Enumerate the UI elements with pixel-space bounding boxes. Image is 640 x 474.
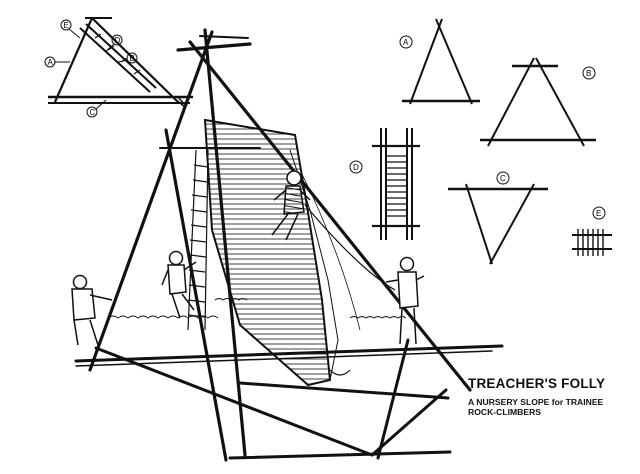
climber-figure <box>271 170 311 241</box>
part-b-diagram <box>480 57 596 147</box>
part-e-marker <box>592 206 606 220</box>
caption-subtitle-line1: A NURSERY SLOPE for TRAINEE <box>468 397 604 407</box>
left-helper-figure <box>71 274 113 346</box>
part-d-rungs <box>386 155 407 217</box>
part-b-marker <box>582 66 596 80</box>
part-d-diagram <box>372 128 420 240</box>
part-c-diagram <box>448 183 548 265</box>
part-e-label: E <box>596 209 601 218</box>
inset-label-c: C <box>90 108 96 117</box>
part-b-label: B <box>586 69 591 78</box>
part-c-label: C <box>500 174 506 183</box>
hanging-sheet <box>289 149 339 381</box>
part-d-label: D <box>353 163 359 172</box>
part-c-marker <box>496 171 510 185</box>
main-tripod <box>88 28 472 462</box>
part-e-diagram <box>572 229 612 256</box>
part-a-label: A <box>403 38 409 47</box>
right-helper-figure <box>385 256 425 345</box>
part-d-marker <box>349 160 363 174</box>
inset-label-d: D <box>115 36 121 45</box>
inset-callouts <box>44 19 138 118</box>
inset-label-b: B <box>130 54 135 63</box>
ladder-climber-figure <box>161 250 197 319</box>
plank-wall <box>203 118 332 387</box>
caption-block: TREACHER'S FOLLY A NURSERY SLOPE for TRA… <box>468 376 638 417</box>
part-a-marker <box>399 35 413 49</box>
inset-label-e: E <box>64 21 69 30</box>
caption-title: TREACHER'S FOLLY <box>468 376 606 391</box>
part-a-diagram <box>402 18 480 105</box>
inset-label-a: A <box>48 58 54 67</box>
caption-subtitle-line2: ROCK-CLIMBERS <box>468 407 542 417</box>
belay-rope <box>304 204 396 291</box>
rope-ladder <box>187 149 209 331</box>
inset-assembly-key <box>48 17 193 108</box>
